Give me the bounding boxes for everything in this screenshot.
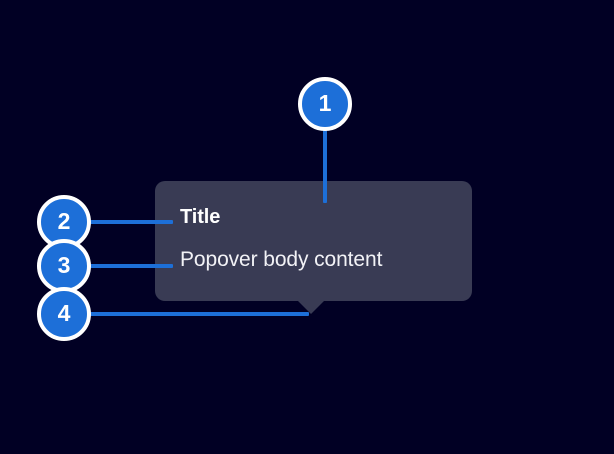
popover-body: Popover body content — [180, 248, 383, 271]
callout-leader-4 — [88, 312, 309, 316]
callout-badge-1: 1 — [298, 77, 352, 131]
callout-badge-3-label: 3 — [57, 251, 71, 278]
callout-badge-4-label: 4 — [57, 299, 71, 326]
callout-leader-2 — [88, 220, 173, 224]
callout-badge-2-label: 2 — [57, 207, 71, 234]
popover-arrow — [297, 300, 325, 314]
callout-badge-1-label: 1 — [318, 89, 332, 116]
callout-badge-3: 3 — [37, 239, 91, 293]
popover-title: Title — [180, 206, 221, 228]
callout-badge-4: 4 — [37, 287, 91, 341]
callout-leader-1 — [323, 128, 327, 203]
callout-leader-3 — [88, 264, 173, 268]
popover: Title Popover body content — [155, 181, 472, 301]
